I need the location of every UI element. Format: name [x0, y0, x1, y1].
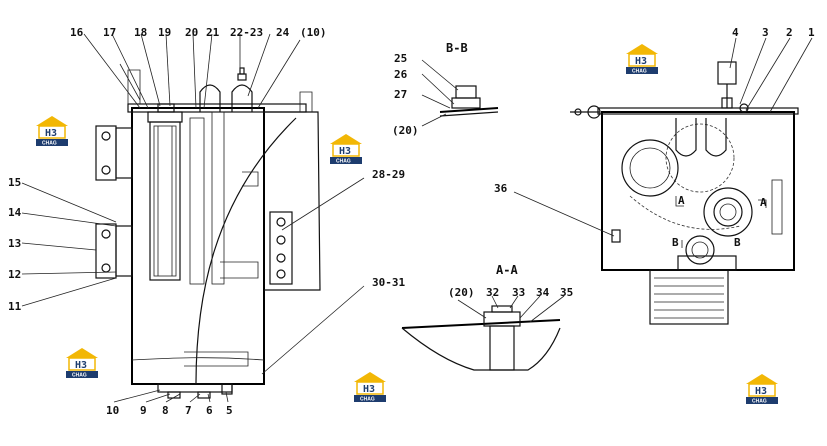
label-13: 13 [8, 237, 21, 250]
label-28-29: 28-29 [372, 168, 405, 181]
label-24: 24 [276, 26, 290, 39]
filler-cap [455, 85, 477, 99]
watermark-logo-text: H3 [635, 56, 647, 67]
watermark-logo-text: H3 [363, 384, 375, 395]
label-32: 32 [486, 286, 499, 299]
label-2: 2 [786, 26, 793, 39]
label-34: 34 [536, 286, 550, 299]
label-36: 36 [494, 182, 508, 195]
label-7: 7 [185, 404, 192, 417]
watermark-caption: CHAG [42, 141, 57, 147]
watermark-logo-5: H3 CHAG [354, 372, 386, 403]
label-3: 3 [762, 26, 769, 39]
watermark-logo-text: H3 [755, 386, 767, 397]
aa-neck [489, 325, 515, 371]
label-8: 8 [162, 404, 169, 417]
label-20-aa: (20) [448, 286, 475, 299]
breather-cap-left [199, 84, 221, 112]
watermark-caption: CHAG [360, 397, 375, 403]
watermark-caption: CHAG [336, 159, 351, 165]
label-1: 1 [808, 26, 815, 39]
label-20: 20 [185, 26, 198, 39]
watermark-logo-1: H3 CHAG [36, 116, 68, 147]
cutaway-line [195, 117, 297, 385]
label-17: 17 [103, 26, 116, 39]
section-aa-title: A-A [496, 263, 518, 277]
bottom-cooler [649, 269, 729, 325]
top-fitting [717, 61, 737, 85]
watermark-caption: CHAG [632, 69, 647, 75]
section-bb-title: B-B [446, 41, 468, 55]
breather-cap-right [231, 84, 253, 112]
label-11: 11 [8, 300, 22, 313]
label-6: 6 [206, 404, 213, 417]
port-circle-flange [703, 187, 753, 237]
watermark-logo-text: H3 [75, 360, 87, 371]
mount-plate-upper [95, 125, 117, 181]
label-4: 4 [732, 26, 739, 39]
section-bb [421, 59, 499, 127]
mount-plate-lower [95, 223, 117, 279]
section-aa [401, 295, 565, 371]
label-19: 19 [158, 26, 171, 39]
tank-side-body [601, 111, 795, 271]
watermark-logo-text: H3 [339, 146, 351, 157]
label-12: 12 [8, 268, 21, 281]
watermark-logo-text: H3 [45, 128, 57, 139]
view-marker-a-right: A [760, 196, 767, 209]
watermark-caption: CHAG [72, 373, 87, 379]
label-22-23: 22-23 [230, 26, 263, 39]
side-bolt-plate [269, 211, 293, 285]
aa-tank-wall [401, 327, 561, 371]
label-20-bb: (20) [392, 124, 419, 137]
watermark-caption: CHAG [752, 399, 767, 405]
label-30-31: 30-31 [372, 276, 405, 289]
label-14: 14 [8, 206, 22, 219]
label-33: 33 [512, 286, 525, 299]
label-9: 9 [140, 404, 147, 417]
tank-side-extension [264, 111, 321, 291]
view-marker-a-left: A [678, 194, 685, 207]
label-25: 25 [394, 52, 407, 65]
label-35: 35 [560, 286, 573, 299]
label-16: 16 [70, 26, 84, 39]
view-marker-b-left: B [672, 236, 679, 249]
label-10: 10 [106, 404, 119, 417]
label-15: 15 [8, 176, 21, 189]
drain-flange [157, 383, 233, 393]
watermark-logo-2: H3 CHAG [330, 134, 362, 165]
part-labels: 16 17 18 19 20 21 22-23 24 (10) 15 14 13… [8, 26, 815, 417]
right-view-side [513, 37, 813, 325]
label-21: 21 [206, 26, 220, 39]
label-18: 18 [134, 26, 147, 39]
label-26: 26 [394, 68, 408, 81]
watermark-logo-4: H3 CHAG [66, 348, 98, 379]
view-marker-b-right: B [734, 236, 741, 249]
label-10-ref: (10) [300, 26, 327, 39]
leader-lines-left [21, 33, 365, 403]
filter-element [149, 121, 181, 281]
label-27: 27 [394, 88, 407, 101]
watermark-logo-3: H3 CHAG [626, 44, 658, 75]
label-5: 5 [226, 404, 233, 417]
port-circle-large [621, 139, 679, 197]
left-view-tank [95, 63, 321, 399]
watermark-logo-6: H3 CHAG [746, 374, 778, 405]
